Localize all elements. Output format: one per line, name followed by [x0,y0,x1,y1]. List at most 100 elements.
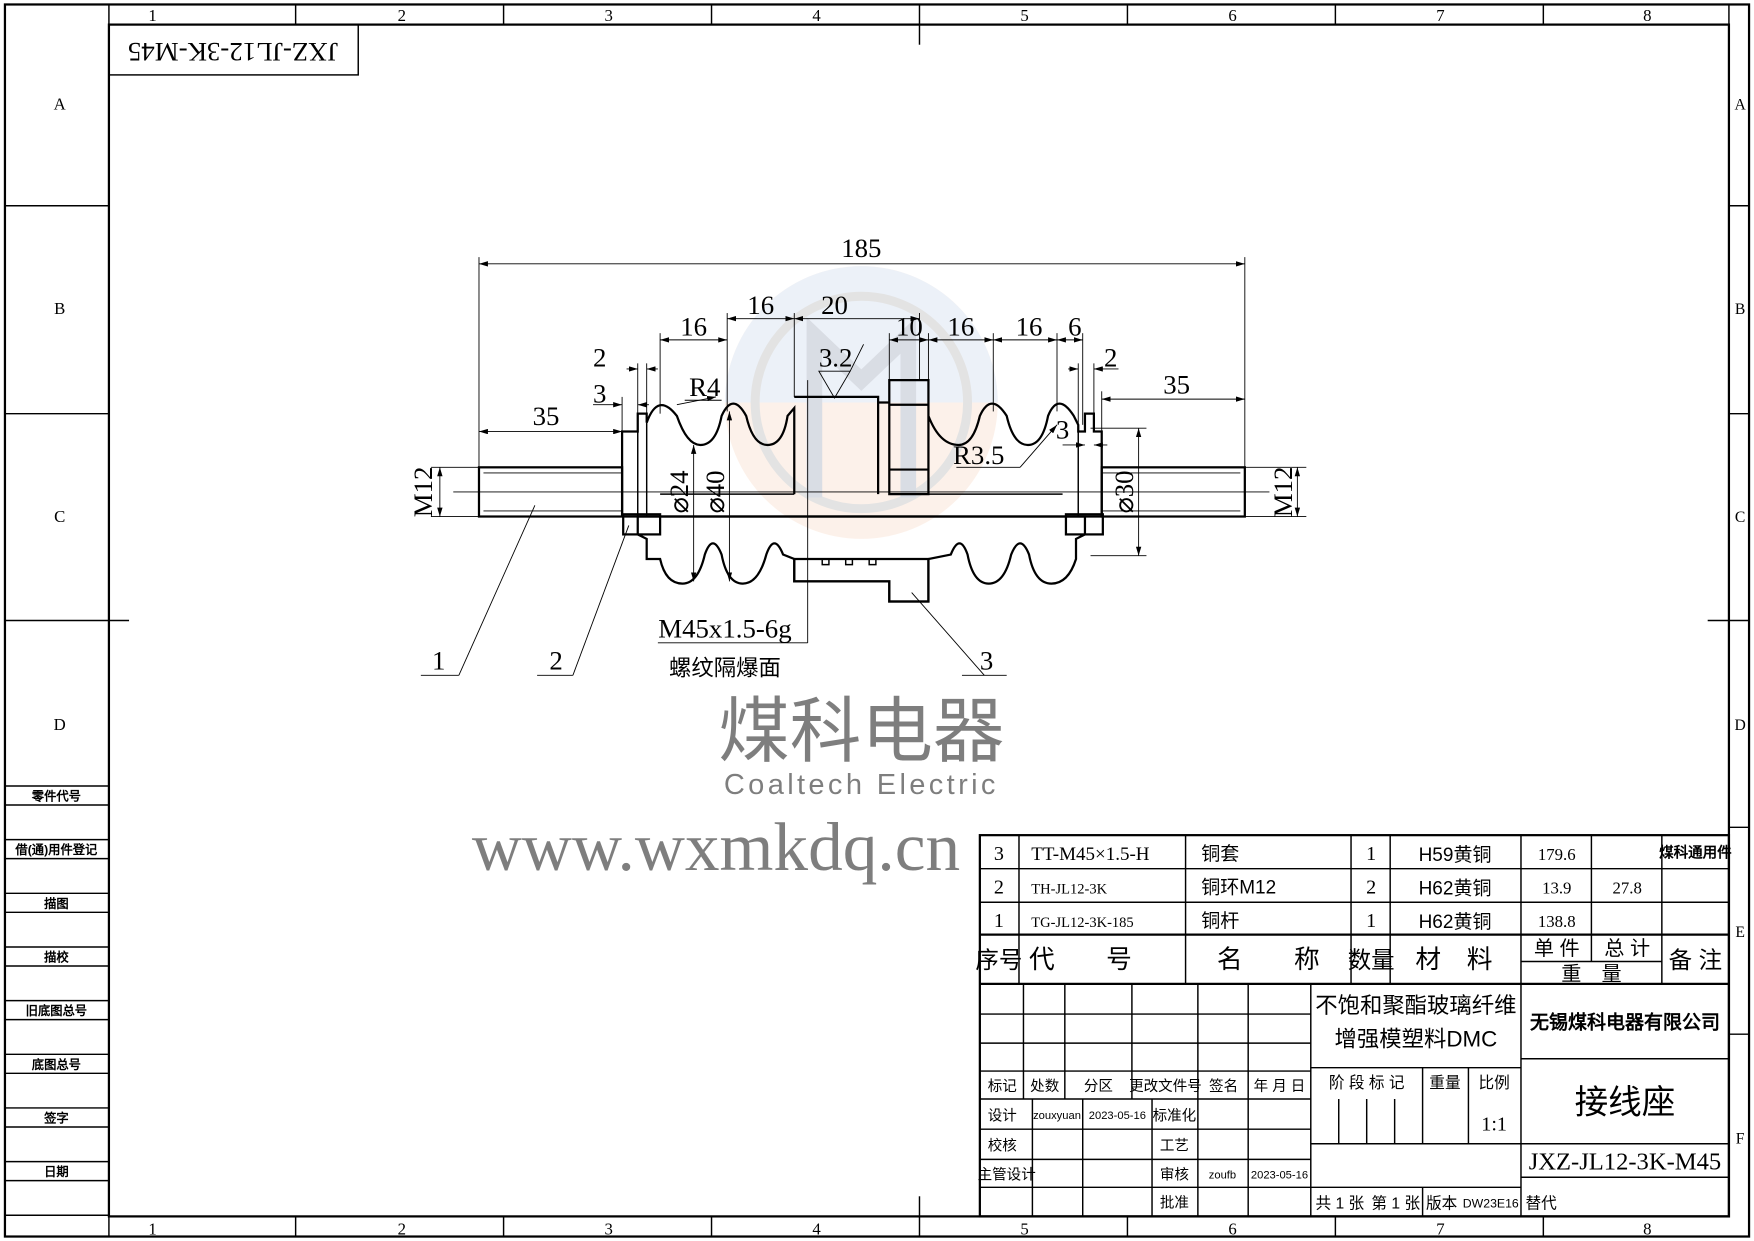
zone-column-top-8: 8 [1643,6,1651,25]
zone-row-right-C: C [1735,509,1745,526]
watermark-url: www.wxmkdq.cn [472,808,960,885]
part3-thread-notches [821,559,877,566]
dim-1: 16 [680,311,707,341]
part-no: 3 [994,843,1004,865]
zone-column-top-3: 3 [604,6,612,25]
company-name: 无锡煤科电器有限公司 [1530,1011,1720,1034]
part-code: TT-M45×1.5-H [1031,844,1149,865]
dim-gap-right-3: 3 [1056,414,1069,444]
version-value: DW23E16 [1463,1196,1519,1210]
revision-header: 分区 [1084,1078,1113,1095]
material-line2: 增强模塑料DMC [1335,1026,1498,1051]
part-material: H62黄铜 [1419,877,1492,899]
zone-column-top-5: 5 [1020,6,1028,25]
dim-2: 16 [747,290,774,320]
zone-column-bottom-6: 6 [1228,1219,1236,1238]
radius-right: R3.5 [953,440,1004,470]
part-material: H59黄铜 [1419,844,1492,866]
rotated-drawing-code: JXZ-JL12-3K-M45 [128,37,338,67]
rotated-code-box: JXZ-JL12-3K-M45 [108,23,359,76]
revision-header: 年 月 日 [1254,1078,1306,1095]
header-weight: 重 量 [1561,963,1621,986]
zone-row-left-A: A [54,95,66,114]
material-line1: 不饱和聚酯玻璃纤维 [1315,993,1516,1018]
part-name: 铜环M12 [1201,876,1276,898]
zone-row-left-D: D [54,715,66,734]
part-name: 接线座 [1575,1084,1676,1122]
designer: zouxyuan [1033,1110,1081,1122]
drawing-number: JXZ-JL12-3K-M45 [1529,1148,1722,1175]
approve-label: 批准 [1160,1194,1189,1211]
header-note: 备 注 [1669,947,1722,973]
part-total-weight: 27.8 [1613,878,1642,897]
sheet-frame [3,3,1751,1238]
revision-header: 签名 [1209,1078,1238,1095]
dim-3: 20 [821,290,848,320]
watermark-en: Coaltech Electric [724,769,999,801]
review-date: 2023-05-16 [1251,1169,1308,1181]
part-name: 铜杆 [1201,910,1239,932]
watermark-cn: 煤科电器 [718,692,1004,772]
side-table-label: 日期 [44,1164,69,1179]
part3-copper-sleeve [793,557,930,603]
review-label: 审核 [1160,1167,1189,1184]
zone-column-bottom-1: 1 [148,1219,156,1238]
zone-row-right-B: B [1735,301,1745,318]
sheet-number: 第 1 张 [1371,1195,1420,1213]
part-qty: 1 [1366,910,1376,932]
version-label: 版本 [1426,1195,1458,1213]
zone-column-bottom-3: 3 [604,1219,612,1238]
dim-7: 6 [1068,311,1081,341]
header-material: 材 料 [1415,945,1492,974]
callout-part-3: 3 [980,646,993,676]
zone-row-right-E: E [1735,924,1745,941]
radius-left: R4 [689,372,720,402]
side-table-label: 描图 [44,896,69,911]
zone-row-right-A: A [1734,97,1746,114]
dim-5: 16 [947,311,974,341]
scale-label: 比例 [1478,1074,1509,1092]
zone-row-left-C: C [54,507,65,526]
part-unit-weight: 13.9 [1542,878,1571,897]
stage-label: 阶 段 标 记 [1329,1074,1405,1092]
dia-24: ⌀24 [664,470,694,513]
part-no: 1 [994,910,1004,932]
scale-value: 1:1 [1481,1113,1507,1135]
thread-right: M12 [1268,467,1298,518]
side-table-label: 签字 [43,1110,69,1125]
revision-header: 标记 [988,1078,1017,1095]
header-no: 序号 [975,947,1022,973]
zone-column-top-7: 7 [1436,6,1444,25]
dim-6: 16 [1016,311,1043,341]
revision-header: 更改文件号 [1129,1078,1202,1095]
side-table-label: 旧底图总号 [26,1003,87,1018]
side-table-label: 借(通)用件登记 [14,842,98,857]
title-block-fields: 不饱和聚酯玻璃纤维 增强模塑料DMC 无锡煤科电器有限公司 设计 zouxyua… [978,993,1722,1213]
part-qty: 2 [1366,876,1376,898]
zone-column-bottom-7: 7 [1436,1219,1444,1238]
check-label: 校核 [988,1137,1017,1154]
thread-left: M12 [408,467,438,518]
dim-overall: 185 [841,233,881,263]
dia-30: ⌀30 [1109,470,1139,513]
chief-label: 主管设计 [978,1167,1036,1184]
dimension-lines [420,257,1307,676]
part-note: 煤科通用件 [1659,844,1732,862]
part2-left-washer [622,513,662,536]
part-unit-weight: 138.8 [1538,912,1576,931]
part-material: H62黄铜 [1419,911,1492,933]
callout-part-1: 1 [432,646,445,676]
process-label: 工艺 [1160,1137,1189,1154]
roughness-value: 3.2 [819,343,853,373]
design-date: 2023-05-16 [1089,1110,1146,1122]
zone-column-top-2: 2 [398,6,406,25]
reviewer: zoufb [1209,1169,1236,1181]
weight-label: 重量 [1429,1074,1460,1092]
parts-header: 序号 代 号 名 称 数量 材 料 单 件 总 计 重 量 备 注 [975,937,1722,986]
